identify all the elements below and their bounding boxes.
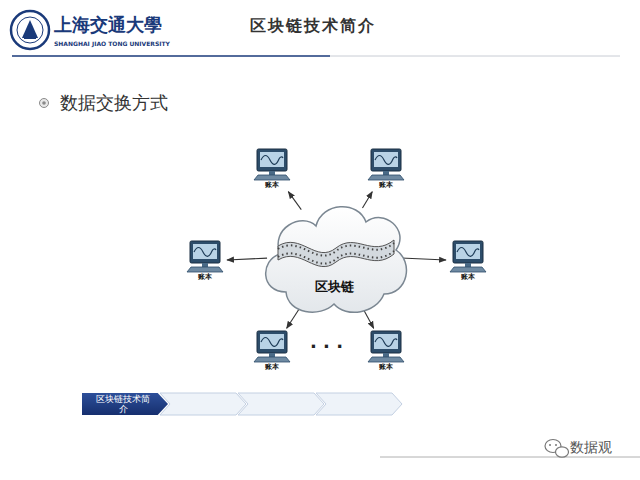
ledger-computer: 账本 [252,330,292,372]
watermark: 数据观 [570,439,612,457]
computer-icon [366,148,406,181]
arrow-connector [362,192,372,208]
header-rule [330,56,620,57]
computer-icon [252,330,292,363]
slide-title: 区块链技术简介 [250,16,376,37]
cloud-label: 区块链 [256,278,412,296]
ledger-label: 账本 [252,181,292,190]
ledger-computer: 账本 [366,148,406,190]
progress-step: 区块链技术简介 [82,393,168,415]
progress-chevrons [160,393,402,415]
ledger-computer: 账本 [185,240,225,282]
wechat-icon [545,440,569,458]
bullet-heading: 数据交换方式 [60,91,168,115]
ledger-label: 账本 [252,363,292,372]
computer-icon [252,148,292,181]
bullet [40,99,49,108]
arrow-connector [401,258,446,260]
computer-icon [366,330,406,363]
ledger-computer: 账本 [448,240,488,282]
ledger-computer: 账本 [252,148,292,190]
university-logo [11,11,49,49]
ledger-label: 账本 [185,273,225,282]
blockchain-cloud: 区块链 [256,190,412,320]
bullet [42,101,46,105]
ledger-label: 账本 [448,273,488,282]
computer-icon [448,240,488,273]
university-name: 上海交通大學 [54,13,162,37]
ledger-label: 账本 [366,363,406,372]
computer-icon [185,240,225,273]
step-label: 区块链技术简介 [82,393,168,415]
node-outline [256,190,412,320]
footer-rule [380,457,640,458]
arrow-connector [288,192,301,210]
arrow-connector [227,258,267,260]
ledger-label: 账本 [366,181,406,190]
ledger-computer: 账本 [366,330,406,372]
university-name-en: SHANGHAI JIAO TONG UNIVERSITY [54,40,170,47]
header-rule [12,55,330,57]
ellipsis: · · · [310,336,343,357]
